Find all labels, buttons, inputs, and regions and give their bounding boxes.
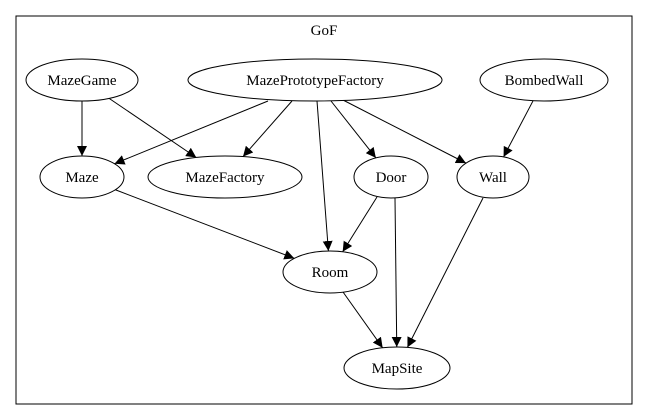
node-wall: Wall — [456, 155, 530, 199]
node-label-door: Door — [376, 170, 407, 186]
edge-mazeprototypefactory-to-maze — [114, 100, 269, 165]
edge-door-to-mapsite — [391, 197, 402, 348]
node-label-mazegame: MazeGame — [47, 73, 116, 89]
node-bombedwall: BombedWall — [479, 58, 609, 102]
edges-layer — [77, 97, 534, 349]
node-ellipse-maze — [39, 155, 125, 199]
node-label-room: Room — [312, 265, 349, 281]
node-maze: Maze — [39, 155, 125, 199]
node-label-mazeprototypefactory: MazePrototypeFactory — [246, 73, 384, 89]
node-ellipse-mazefactory — [147, 155, 303, 199]
node-mapsite: MapSite — [343, 346, 451, 390]
node-ellipse-mazeprototypefactory — [187, 58, 443, 102]
edge-mazeprototypefactory-to-door — [330, 100, 377, 159]
node-ellipse-door — [353, 155, 429, 199]
cluster-label: GoF — [311, 23, 338, 39]
node-room: Room — [282, 250, 378, 294]
edge-mazeprototypefactory-to-room — [316, 100, 333, 252]
edge-mazegame-to-mazefactory — [108, 97, 197, 158]
node-ellipse-bombedwall — [479, 58, 609, 102]
node-door: Door — [353, 155, 429, 199]
edge-mazeprototypefactory-to-wall — [342, 99, 467, 164]
node-ellipse-room — [282, 250, 378, 294]
edge-bombedwall-to-wall — [503, 100, 534, 158]
node-ellipse-mazegame — [25, 58, 139, 102]
edge-maze-to-room — [115, 189, 295, 260]
node-label-mazefactory: MazeFactory — [185, 170, 265, 186]
edge-room-to-mapsite — [342, 291, 384, 349]
node-ellipse-wall — [456, 155, 530, 199]
node-label-bombedwall: BombedWall — [505, 73, 584, 89]
edge-mazeprototypefactory-to-mazefactory — [242, 100, 293, 157]
node-mazeprototypefactory: MazePrototypeFactory — [187, 58, 443, 102]
node-mazegame: MazeGame — [25, 58, 139, 102]
node-mazefactory: MazeFactory — [147, 155, 303, 199]
node-ellipse-mapsite — [343, 346, 451, 390]
edge-wall-to-mapsite — [406, 197, 484, 348]
edge-door-to-room — [342, 196, 378, 253]
node-label-wall: Wall — [479, 170, 507, 186]
node-label-maze: Maze — [65, 170, 99, 186]
nodes-layer: MazeGame MazePrototypeFactory BombedWallMa… — [25, 58, 609, 390]
node-label-mapsite: MapSite — [372, 361, 423, 377]
